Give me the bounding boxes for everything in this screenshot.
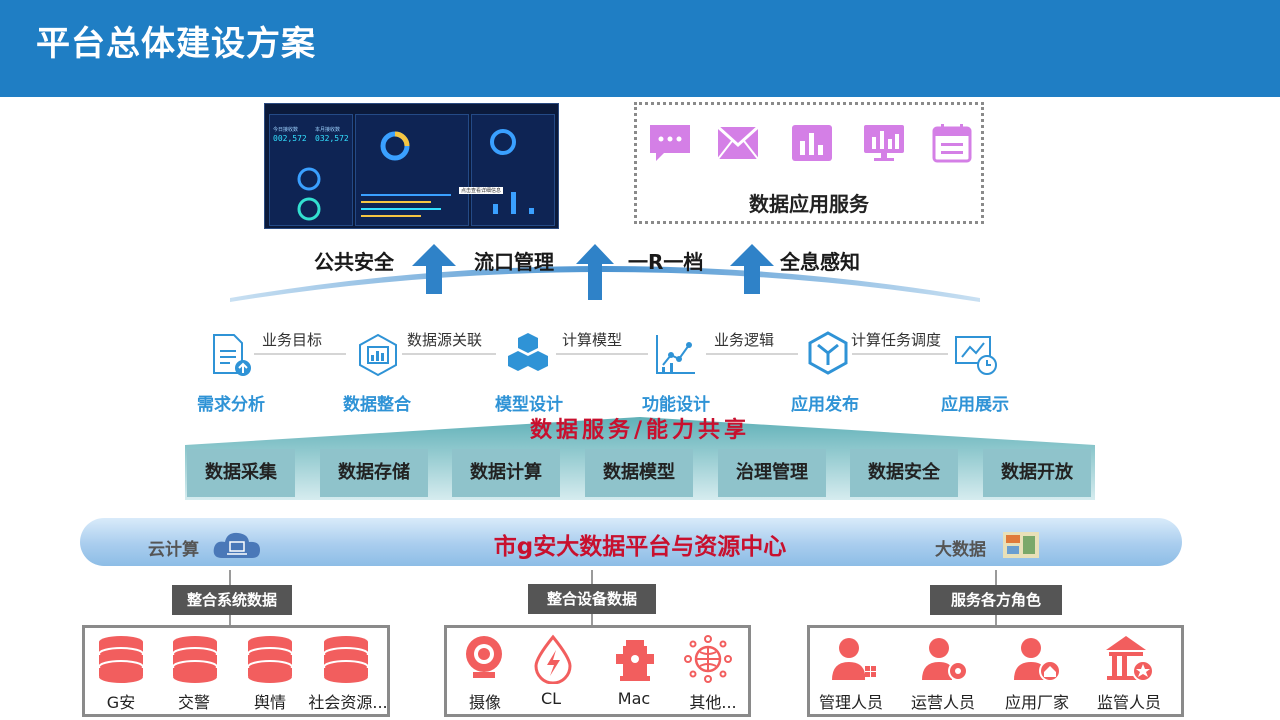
operator-user-icon [922,638,968,681]
link-calc-model: 计算模型 [562,331,623,349]
share-title: 数据服务/能力共享 [529,417,751,443]
step-app-display: 应用展示 [941,395,1009,415]
dashboard-graphics [297,129,534,221]
item-supervisors: 监管人员 [1096,693,1161,712]
item-other: 其他... [689,693,737,712]
page-title: 平台总体建设方案 [36,24,316,64]
module-data-open: 数据开放 [983,449,1091,497]
database-icon [323,636,369,683]
data-service-title: 数据应用服务 [749,192,869,216]
module-data-security: 数据安全 [850,449,958,497]
hexagon-chart-icon [359,333,397,377]
supervisor-user-icon [1106,636,1154,682]
dash-today-value: 002,572 [273,134,307,143]
bar-chart-icon [792,125,832,161]
link-task-scheduling: 计算任务调度 [851,331,942,349]
module-data-computing: 数据计算 [452,449,560,497]
item-mac: Mac [617,689,651,708]
document-upload-icon [213,334,251,376]
item-managers: 管理人员 [818,693,883,712]
flow-one-person-one-file: 一R一档 [628,250,704,274]
item-social-resources: 社会资源... [308,693,388,712]
data-service-box [634,102,984,224]
process-connector [706,353,798,355]
platform-bigdata-label: 大数据 [935,540,986,560]
cloud-computing-icon [213,532,260,558]
monitor-chart-icon [864,125,904,161]
step-function-design: 功能设计 [642,395,710,415]
vendor-user-icon [1014,638,1061,682]
up-arrow-icon [412,244,456,294]
fire-hydrant-icon [616,640,654,681]
item-police: G安 [106,693,136,712]
module-data-collection: 数据采集 [187,449,295,497]
item-operators: 运营人员 [910,693,975,712]
item-camera: 摄像 [468,693,501,712]
tag-device-data: 整合设备数据 [528,584,656,614]
tag-service-roles: 服务各方角色 [930,585,1062,615]
header-bar [0,0,1280,97]
flow-arc [230,266,980,302]
process-connector [556,353,648,355]
cubes-icon [508,333,548,371]
line-chart-icon [656,335,695,374]
big-data-icon [1003,532,1039,558]
display-clock-icon [955,336,997,375]
network-globe-icon [684,635,732,683]
item-traffic-police: 交警 [177,693,210,712]
link-data-source: 数据源关联 [407,331,483,349]
database-icon [98,636,144,683]
flow-population-management: 流口管理 [474,250,554,274]
calendar-icon [932,124,972,163]
manager-user-icon [832,638,876,680]
process-connector [254,353,346,355]
chat-icon [650,125,690,161]
item-cl: CL [540,689,562,708]
link-business-logic: 业务逻辑 [714,331,775,349]
module-data-storage: 数据存储 [320,449,428,497]
mail-icon [716,125,760,160]
platform-title: 市g安大数据平台与资源中心 [493,534,787,560]
item-vendors: 应用厂家 [1004,693,1069,712]
flow-public-security: 公共安全 [314,250,394,274]
platform-cloud-label: 云计算 [148,540,199,560]
camera-icon [466,636,502,678]
step-data-integration: 数据整合 [343,395,411,415]
dashboard-screenshot: 今日接收数 002,572 本月接收数 032,572 点击查看详细信息 [264,103,559,229]
dash-month-label: 本月接收数 [315,127,341,133]
module-data-model: 数据模型 [585,449,693,497]
platform-bar [80,518,1182,566]
process-connector [852,353,948,355]
step-requirement-analysis: 需求分析 [197,395,265,415]
database-icon [172,636,218,683]
database-icon [247,636,293,683]
up-arrow-icon [576,244,614,300]
dash-tooltip: 点击查看详细信息 [459,187,504,194]
step-model-design: 模型设计 [495,395,563,415]
up-arrow-icon [730,244,774,294]
link-business-goal: 业务目标 [262,331,323,349]
process-connector [402,353,496,355]
flow-holographic-sensing: 全息感知 [780,250,860,274]
step-app-release: 应用发布 [791,395,859,415]
dash-today-label: 今日接收数 [273,127,299,133]
publish-cube-icon [808,331,848,375]
lightning-drop-icon [534,634,572,684]
module-governance: 治理管理 [718,449,826,497]
tag-system-data: 整合系统数据 [172,585,292,615]
dash-month-value: 032,572 [315,134,349,143]
item-public-opinion: 舆情 [253,693,286,712]
